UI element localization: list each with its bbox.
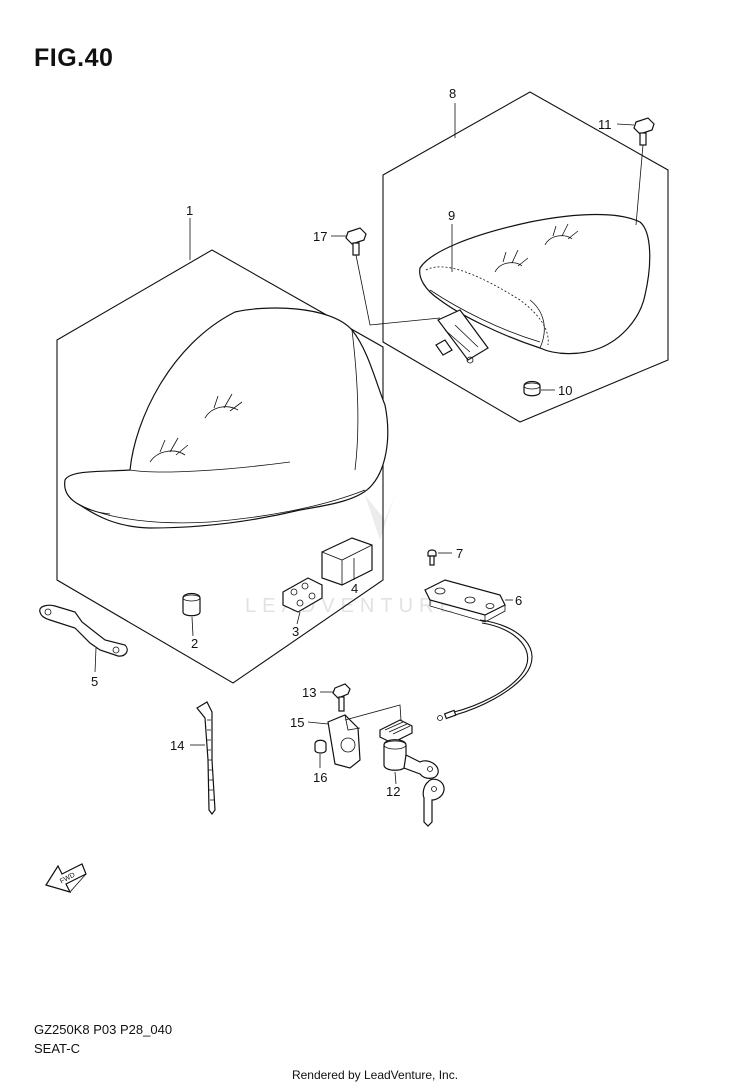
callout-2: 2	[191, 636, 198, 651]
callout-15: 15	[290, 715, 304, 730]
diagram-code: GZ250K8 P03 P28_040	[34, 1022, 173, 1037]
callout-12: 12	[386, 784, 400, 799]
callout-10: 10	[558, 383, 572, 398]
forward-direction-icon: FWD	[45, 863, 87, 893]
callout-16: 16	[313, 770, 327, 785]
watermark-text: LEADVENTURE	[245, 595, 459, 617]
callout-14: 14	[170, 738, 184, 753]
callout-17: 17	[313, 229, 327, 244]
callout-13: 13	[302, 685, 316, 700]
seat-assembly-group	[39, 218, 389, 684]
callout-3: 3	[292, 624, 299, 639]
callout-9: 9	[448, 208, 455, 223]
callout-labels: 1 2 3 4 5 6 7 8 9 10 11 12 13 14 15 16 1…	[91, 86, 612, 799]
figure-title: FIG.40	[34, 44, 114, 72]
rear-seat-assembly-group	[331, 91, 669, 423]
diagram-section-title: SEAT-C	[34, 1041, 80, 1056]
callout-6: 6	[515, 593, 522, 608]
lock-cylinder-group	[190, 683, 445, 827]
callout-1: 1	[186, 203, 193, 218]
callout-11: 11	[598, 117, 612, 132]
callout-8: 8	[449, 86, 456, 101]
rendered-by-credit: Rendered by LeadVenture, Inc.	[291, 1068, 459, 1082]
callout-4: 4	[351, 581, 358, 596]
seat-lock-group	[424, 549, 533, 721]
callout-5: 5	[91, 674, 98, 689]
callout-7: 7	[456, 546, 463, 561]
